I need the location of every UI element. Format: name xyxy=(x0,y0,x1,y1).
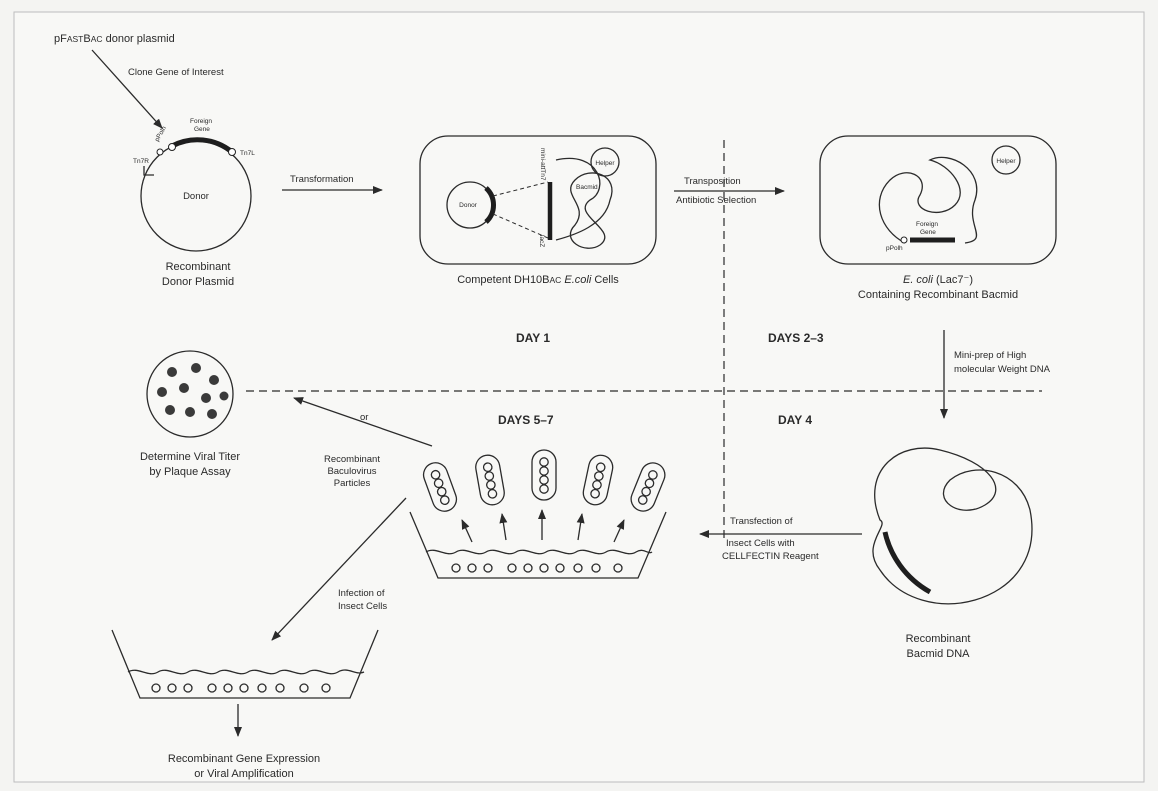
recombinant-donor-line1: Recombinant xyxy=(166,261,231,273)
tn7r-marker xyxy=(156,148,164,156)
ecoli-label-line2: Containing Recombinant Bacmid xyxy=(858,289,1018,301)
page-frame xyxy=(13,11,1145,783)
miniprep-line2: molecular Weight DNA xyxy=(954,364,1051,375)
or-label: or xyxy=(360,412,368,423)
tn7r-leader xyxy=(143,166,154,176)
virus-particles xyxy=(422,449,666,512)
donor-gene-arc xyxy=(484,186,496,224)
expression-line2: or Viral Amplification xyxy=(194,768,293,780)
donor-label: Donor xyxy=(183,191,209,202)
baculo-line2: Baculovirus xyxy=(327,466,376,477)
ppolh-label-2: pPolh xyxy=(886,245,903,252)
foreign-gene-segment xyxy=(170,137,234,154)
dish-cells-top xyxy=(451,563,623,573)
tn7r-label: Tn7R xyxy=(133,158,149,165)
bacmid-gene-segment xyxy=(882,531,932,595)
ppolh-marker-2 xyxy=(900,236,908,244)
baculo-line1: Recombinant xyxy=(324,454,380,465)
insertion-dash-bottom xyxy=(492,213,549,239)
viral-titer-line1: Determine Viral Titer xyxy=(140,451,240,463)
plaques xyxy=(157,363,229,419)
lacz-label: lacZ xyxy=(538,235,545,247)
clone-arrow xyxy=(91,49,163,129)
insertion-dash-top xyxy=(492,181,549,197)
antibiotic-label: Antibiotic Selection xyxy=(676,195,756,206)
helper-label: Helper xyxy=(595,160,615,167)
infection-line1: Infection of xyxy=(338,588,385,599)
dish-medium-top xyxy=(425,549,653,555)
expression-line1: Recombinant Gene Expression xyxy=(168,753,320,765)
foreign-gene-label-a: Foreign xyxy=(190,118,212,125)
dish-cells-bottom xyxy=(151,683,331,693)
ppolh-marker xyxy=(168,143,176,151)
clone-gene-label: Clone Gene of Interest xyxy=(128,67,224,78)
dish-medium-bottom xyxy=(127,669,365,675)
helper-label-2: Helper xyxy=(996,158,1016,165)
days23-label: DAYS 2–3 xyxy=(768,331,824,345)
transformation-label: Transformation xyxy=(290,174,354,185)
day4-label: DAY 4 xyxy=(778,413,812,427)
infection-line2: Insect Cells xyxy=(338,601,387,612)
recomb-bacmid-line2: Bacmid DNA xyxy=(907,648,971,660)
recombinant-bacmid-coil xyxy=(878,156,978,244)
bacmid-label: Bacmid xyxy=(576,184,598,191)
ecoli-label-line1: E. coli (Lac7⁻) xyxy=(903,274,973,286)
ecoli-cell-box xyxy=(819,135,1057,265)
release-arrows xyxy=(461,509,625,543)
recomb-bacmid-line1: Recombinant xyxy=(906,633,971,645)
culture-dish-top xyxy=(409,511,667,579)
recombinant-donor-line2: Donor Plasmid xyxy=(162,276,234,288)
day1-label: DAY 1 xyxy=(516,331,550,345)
bacmid-dna-coil xyxy=(872,447,1033,605)
mini-att-label: mini-attTn7 xyxy=(539,148,546,181)
transposition-label: Transposition xyxy=(684,176,741,187)
plaque-dish xyxy=(146,350,234,438)
competent-cell-box xyxy=(419,135,657,265)
culture-dish-bottom xyxy=(111,629,379,699)
donor-plasmid-title: pFASTBAC donor plasmid xyxy=(54,33,175,45)
infection-arrow xyxy=(271,497,407,641)
foreign-gene-label-b: Gene xyxy=(194,126,210,133)
foreign-gene-2b: Gene xyxy=(920,229,936,236)
days57-label: DAYS 5–7 xyxy=(498,413,554,427)
transfection-line1: Transfection of xyxy=(730,516,793,527)
transfection-line3: CELLFECTIN Reagent xyxy=(722,551,819,562)
helper-plasmid-2 xyxy=(991,145,1021,175)
competent-cells-label: Competent DH10BAC E.coli Cells xyxy=(457,274,619,286)
miniprep-line1: Mini-prep of High xyxy=(954,350,1026,361)
donor-in-cell-label: Donor xyxy=(459,202,478,209)
tn7l-marker xyxy=(228,148,236,156)
bacmid-coil xyxy=(555,157,613,249)
titer-arrow xyxy=(293,397,433,447)
tn7l-label: Tn7L xyxy=(240,150,255,157)
transfection-line2: Insect Cells with xyxy=(726,538,795,549)
baculo-line3: Particles xyxy=(334,478,371,489)
viral-titer-line2: by Plaque Assay xyxy=(149,466,231,478)
helper-plasmid xyxy=(590,147,620,177)
foreign-gene-2a: Foreign xyxy=(916,221,938,228)
